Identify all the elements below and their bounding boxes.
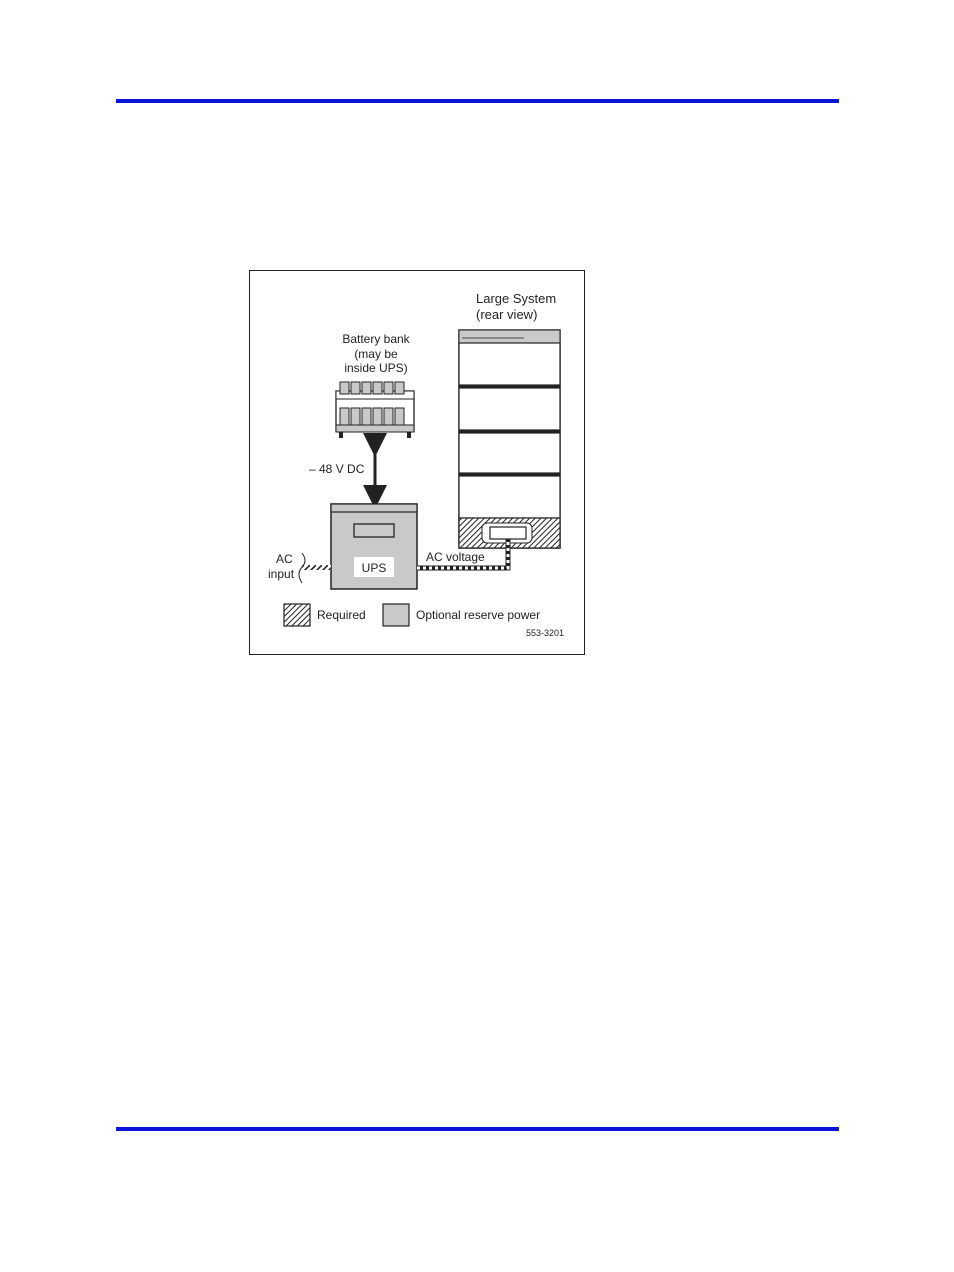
figure-id: 553-3201 bbox=[526, 628, 564, 638]
legend-optional-label: Optional reserve power bbox=[416, 608, 540, 622]
battery-bank-label: Battery bank bbox=[342, 332, 410, 346]
ups-diagram-figure: Large System (rear view) Battery bank (m… bbox=[249, 270, 585, 655]
ac-voltage-label: AC voltage bbox=[426, 550, 485, 564]
ups-diagram: Large System (rear view) Battery bank (m… bbox=[268, 291, 564, 638]
legend: Required Optional reserve power bbox=[283, 603, 540, 627]
ups-unit: UPS bbox=[330, 503, 418, 590]
battery-bank-note-2: inside UPS) bbox=[344, 361, 407, 375]
ac-input-brace bbox=[298, 552, 306, 584]
ups-label: UPS bbox=[362, 561, 387, 575]
large-system-label: Large System bbox=[476, 291, 556, 306]
footer-rule bbox=[116, 1127, 839, 1131]
ac-input-cable bbox=[302, 565, 331, 570]
rear-view-label: (rear view) bbox=[476, 307, 537, 322]
battery-bank bbox=[335, 381, 415, 438]
legend-optional-swatch bbox=[382, 603, 410, 627]
legend-required-swatch bbox=[283, 603, 311, 627]
ac-input-label-2: input bbox=[268, 567, 295, 581]
battery-bank-note-1: (may be bbox=[354, 347, 398, 361]
legend-required-label: Required bbox=[317, 608, 366, 622]
dc-voltage-label: – 48 V DC bbox=[309, 462, 365, 476]
header-rule bbox=[116, 99, 839, 103]
ac-input-label-1: AC bbox=[276, 552, 293, 566]
large-system-cabinet bbox=[458, 329, 561, 549]
